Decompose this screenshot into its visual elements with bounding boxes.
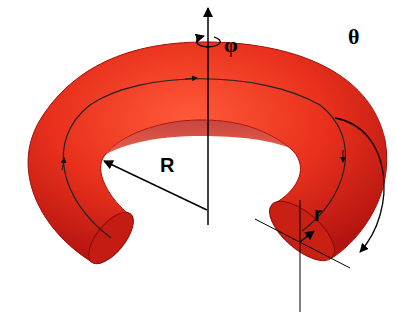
torus-inner-surface	[105, 120, 290, 155]
cross-section-axis	[255, 219, 350, 268]
angle-label: φ	[224, 34, 238, 56]
direction-arrow	[62, 160, 64, 170]
direction-arrow	[185, 78, 195, 79]
symmetry-axis	[207, 8, 209, 225]
radius-label: R	[160, 155, 174, 175]
poloidal-angle-arc	[335, 118, 384, 252]
cross-section-axis	[300, 200, 301, 312]
major-radius-arrow	[104, 161, 207, 210]
angle-label: θ	[348, 26, 359, 48]
minor-radius-arrow	[300, 231, 314, 242]
radius-label: r	[314, 204, 322, 224]
tube-centre-line	[63, 79, 345, 238]
direction-arrow	[342, 150, 343, 160]
rotation-symbol	[197, 36, 221, 47]
